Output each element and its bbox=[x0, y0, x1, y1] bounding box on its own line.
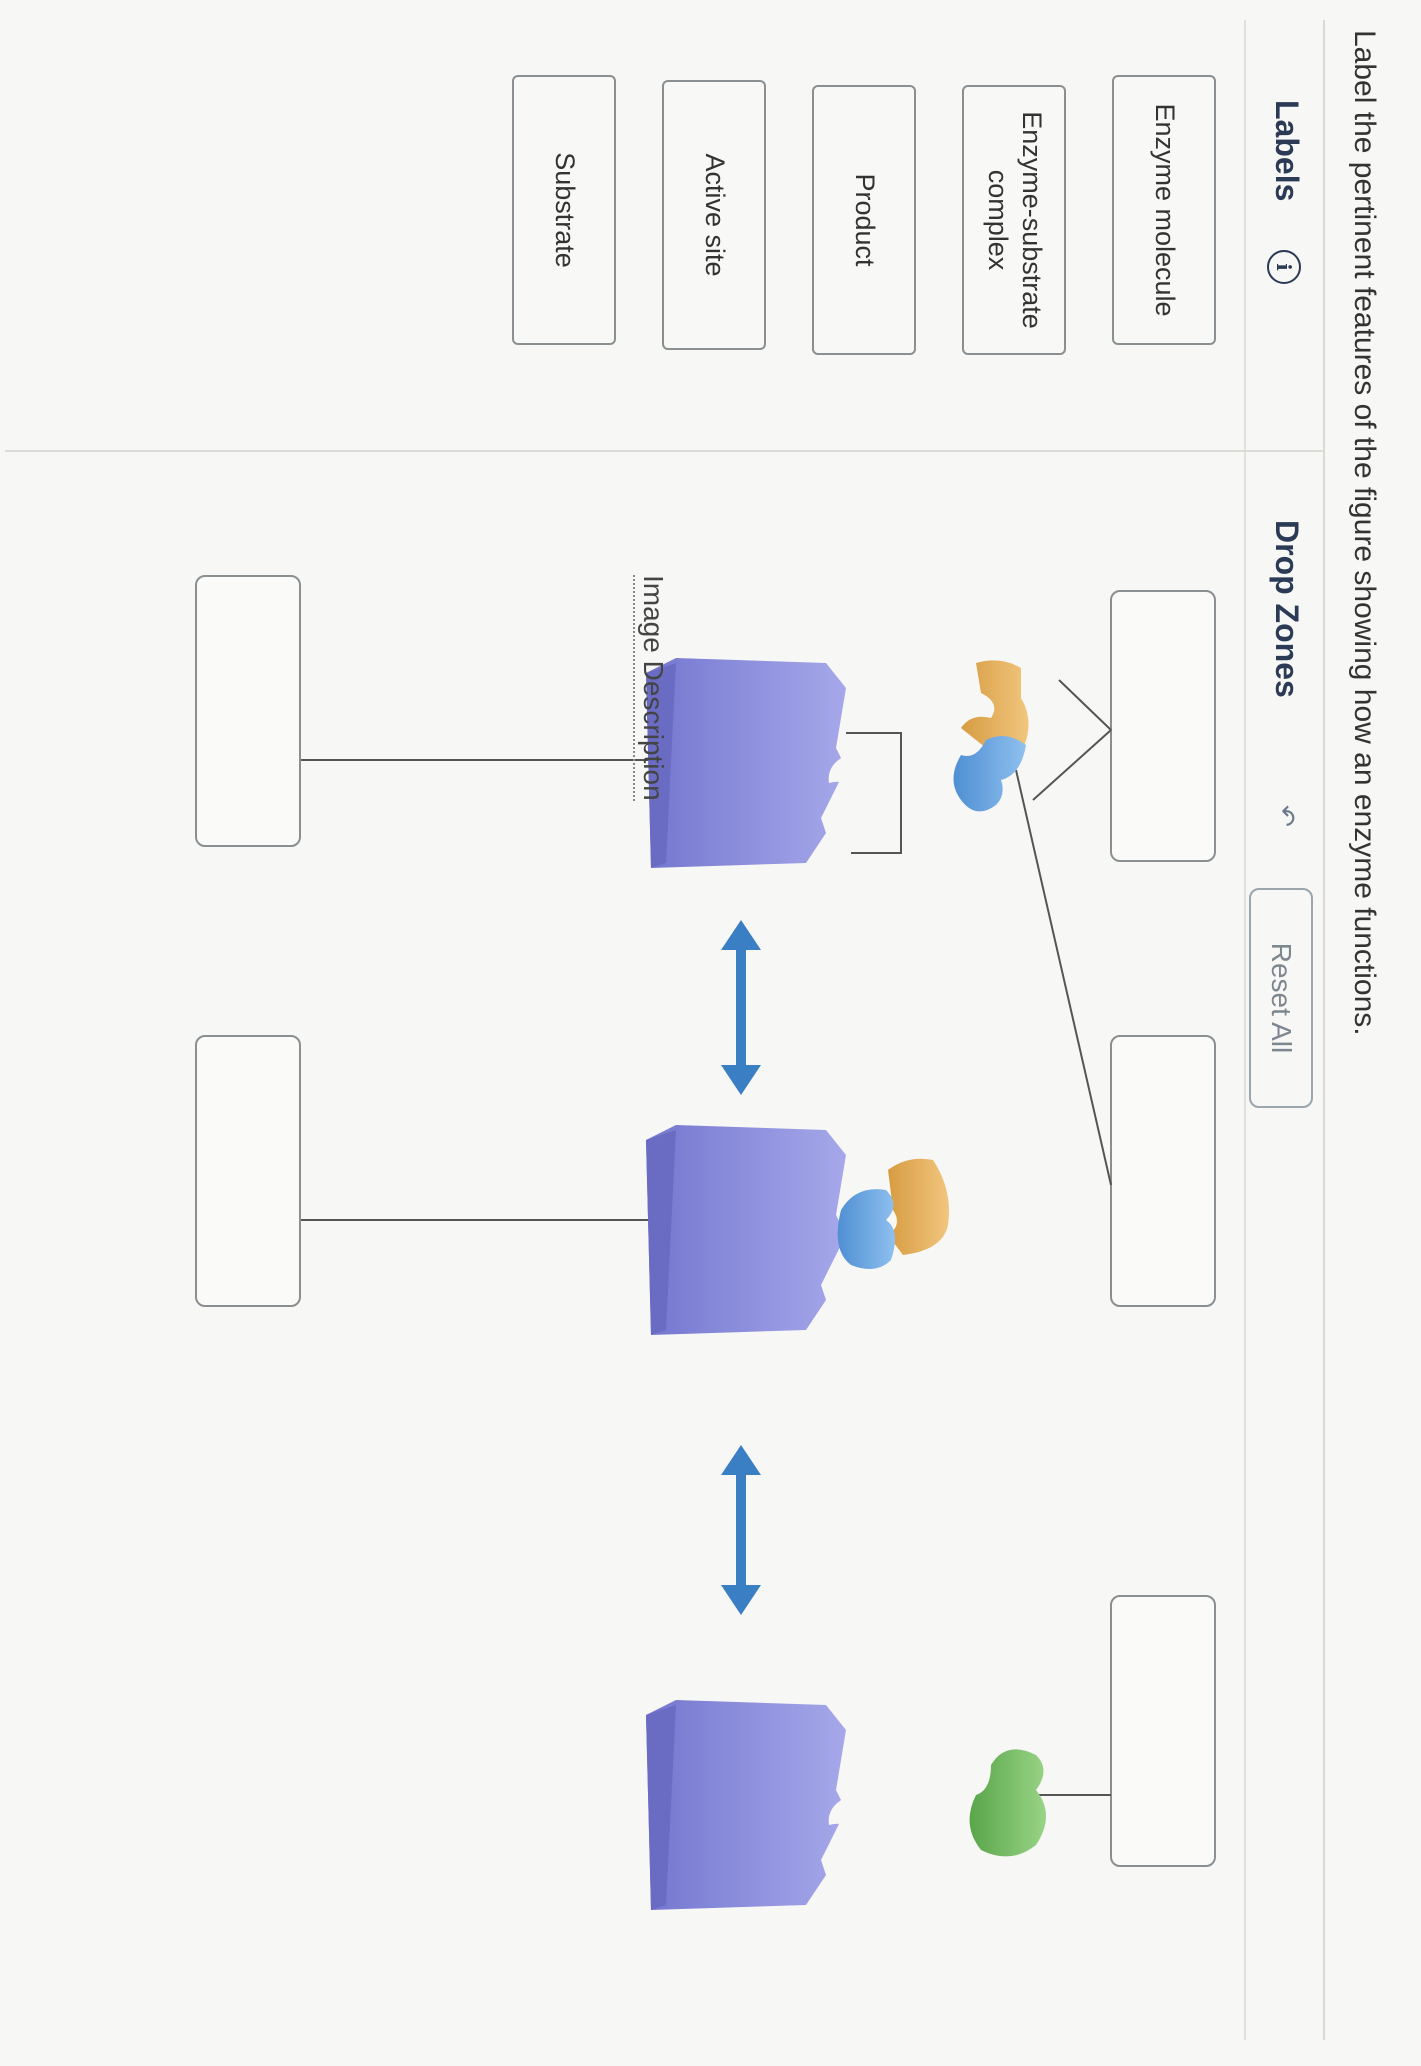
substrate-b-1 bbox=[953, 736, 1026, 812]
enzyme-substrate-complex bbox=[837, 1158, 949, 1269]
leader-lines bbox=[301, 679, 1112, 1796]
enzyme-molecule-3 bbox=[646, 1700, 851, 1910]
substrate-a-1 bbox=[961, 660, 1029, 753]
enzyme-molecule-2 bbox=[646, 1125, 846, 1335]
image-description-link[interactable]: Image Description bbox=[633, 575, 669, 801]
product-molecule bbox=[969, 1749, 1046, 1857]
enzyme-molecule-1 bbox=[646, 658, 851, 868]
double-arrow-1 bbox=[721, 920, 761, 1095]
double-arrow-2 bbox=[721, 1445, 761, 1615]
